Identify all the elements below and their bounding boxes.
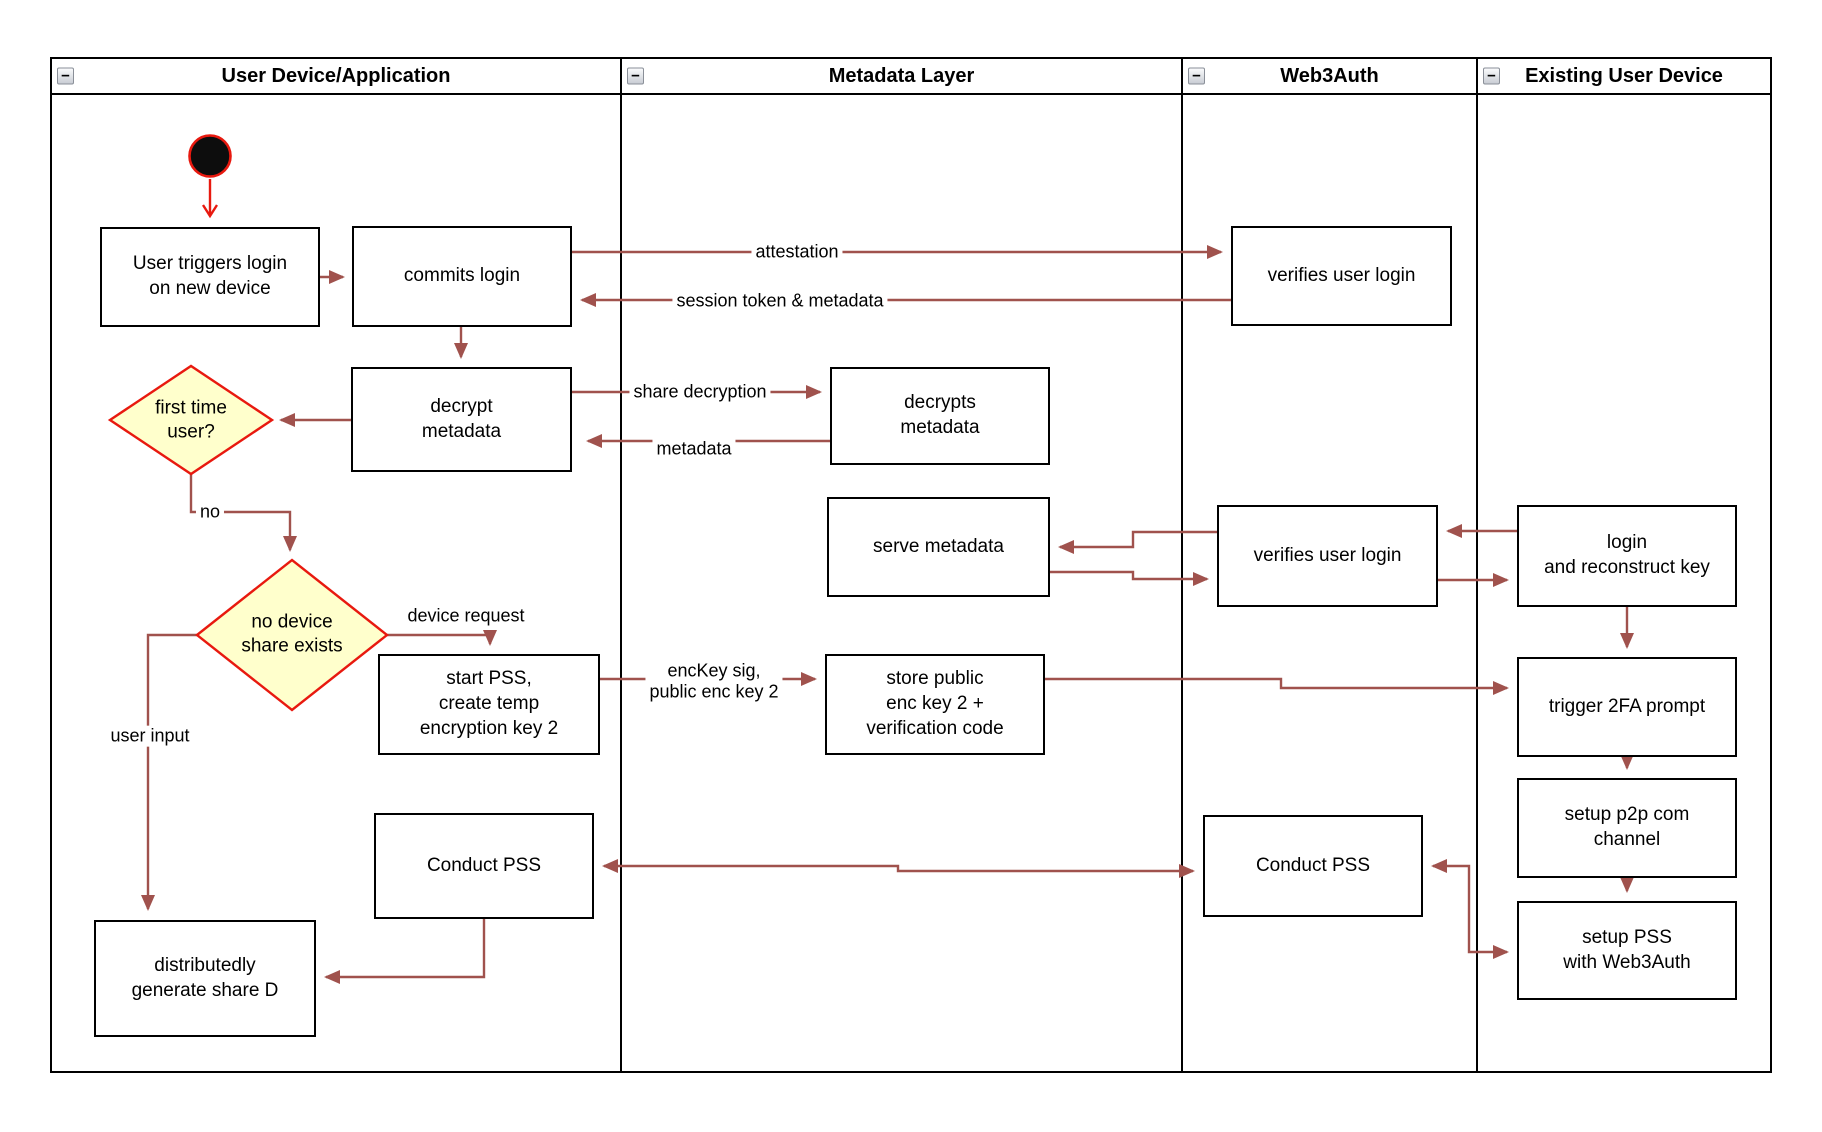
edge-user-input: [141, 633, 197, 911]
lane-title: Metadata Layer: [828, 64, 975, 87]
lane-title: Existing User Device: [1525, 64, 1723, 87]
edge-label-device-request: device request: [407, 605, 525, 626]
start-node: [188, 134, 232, 178]
lane-body-metadata-layer: [622, 95, 1183, 1071]
lane-header-existing-device: − Existing User Device: [1478, 59, 1770, 93]
node-serve-metadata: serve metadata: [827, 497, 1050, 597]
lane-title: Web3Auth: [1280, 64, 1379, 87]
decision-label-first-time-user: first time user?: [155, 397, 227, 442]
decision-first-time-user: [107, 364, 275, 476]
collapse-icon[interactable]: −: [1483, 67, 1500, 85]
lane-bodies: [52, 95, 1770, 1071]
node-commits-login: commits login: [352, 226, 572, 327]
node-start-pss: start PSS, create temp encryption key 2: [378, 654, 600, 755]
node-verifies-user-login-1: verifies user login: [1231, 226, 1452, 326]
node-decrypts-metadata: decrypts metadata: [830, 367, 1050, 465]
lane-header-user-device: − User Device/Application: [52, 59, 622, 93]
edge-label-user-input: user input: [106, 725, 194, 747]
lane-header-metadata-layer: − Metadata Layer: [622, 59, 1183, 93]
decision-label-no-device-share: no device share exists: [241, 611, 343, 656]
decision-no-device-share: [195, 558, 389, 712]
edge-label-session-token: session token & metadata: [672, 290, 888, 312]
collapse-icon[interactable]: −: [1188, 67, 1205, 85]
node-setup-pss-web3auth: setup PSS with Web3Auth: [1517, 901, 1737, 1000]
edge-verifies2-serve: [1058, 530, 1217, 554]
edge-label-attestation: attestation: [751, 241, 843, 263]
edge-conductpss-bidirectional: [602, 859, 1195, 878]
node-user-triggers-login: User triggers login on new device: [100, 227, 320, 327]
edge-conductpss-setuppss: [1431, 859, 1509, 959]
node-verifies-user-login-2: verifies user login: [1217, 505, 1438, 607]
node-setup-p2p: setup p2p com channel: [1517, 778, 1737, 878]
node-conduct-pss-web3auth: Conduct PSS: [1203, 815, 1423, 917]
lane-body-user-device: [52, 95, 622, 1071]
edge-label-share-decryption: share decryption: [629, 381, 771, 403]
collapse-icon[interactable]: −: [57, 67, 74, 85]
edge-conductpss-distshare: [324, 919, 486, 984]
node-distributed-share: distributedly generate share D: [94, 920, 316, 1037]
node-login-reconstruct-key: login and reconstruct key: [1517, 505, 1737, 607]
lane-header-web3auth: − Web3Auth: [1183, 59, 1478, 93]
edge-device-request: [387, 630, 497, 646]
node-decrypt-metadata: decrypt metadata: [351, 367, 572, 472]
edge-label-enckey-sig: encKey sig, public enc key 2: [645, 660, 783, 702]
edge-serve-verifies2: [1050, 570, 1209, 586]
lane-header-row: − User Device/Application − Metadata Lay…: [52, 59, 1770, 95]
edge-label-metadata: metadata: [652, 438, 736, 460]
lane-title: User Device/Application: [221, 64, 451, 87]
lane-body-web3auth: [1183, 95, 1478, 1071]
edge-store-to-2fa: [1045, 677, 1509, 695]
swimlane-frame: − User Device/Application − Metadata Lay…: [50, 57, 1772, 1073]
node-trigger-2fa: trigger 2FA prompt: [1517, 657, 1737, 757]
node-store-public-enc-key: store public enc key 2 + verification co…: [825, 654, 1045, 755]
edge-label-no: no: [195, 501, 225, 523]
collapse-icon[interactable]: −: [627, 67, 644, 85]
edge-no-path: [189, 474, 297, 552]
node-conduct-pss-user: Conduct PSS: [374, 813, 594, 919]
